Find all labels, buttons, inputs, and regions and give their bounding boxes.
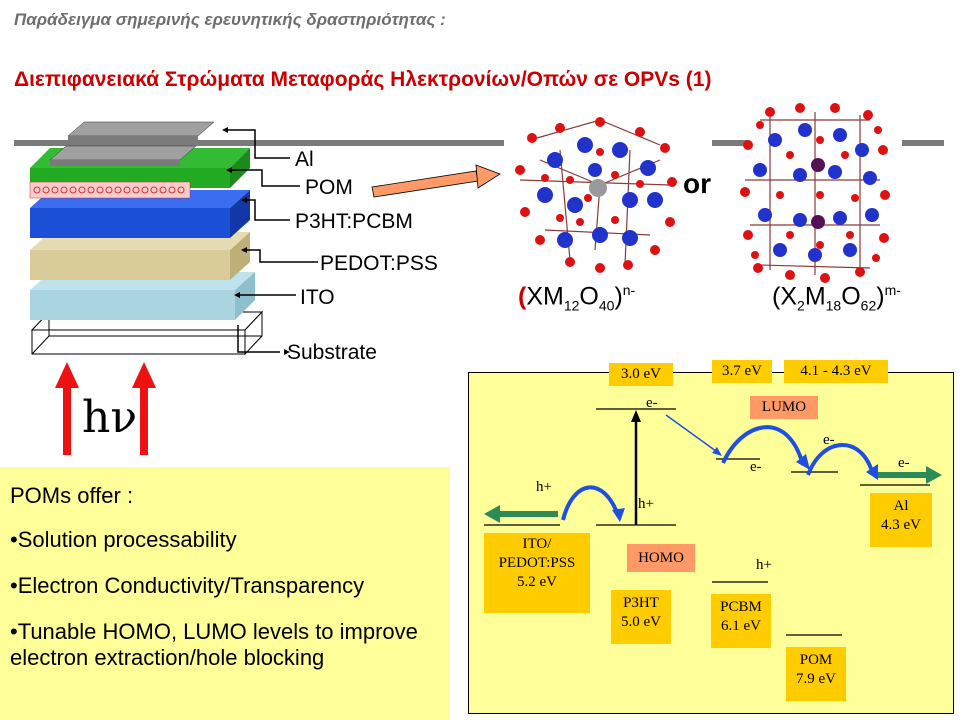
offer-item: •Electron Conductivity/Transparency bbox=[10, 573, 365, 598]
lumo-label: LUMO bbox=[750, 396, 818, 419]
dawson-formula: (X2M18O62)m- bbox=[772, 282, 901, 314]
level-3-0: 3.0 eV bbox=[609, 363, 673, 386]
electron-label: e- bbox=[823, 432, 835, 448]
homo-label: HOMO bbox=[627, 544, 695, 572]
offers-heading: POMs offer : bbox=[10, 483, 134, 508]
hole-label: h+ bbox=[536, 479, 552, 495]
slide-title: Διεπιφανειακά Στρώματα Μεταφοράς Ηλεκτρο… bbox=[14, 68, 712, 91]
pom-dots bbox=[33, 186, 185, 194]
electron-exit-arrow bbox=[926, 466, 942, 484]
hole-transfer-arrow bbox=[561, 485, 620, 521]
hole-label: h+ bbox=[756, 557, 772, 573]
or-label: or bbox=[683, 168, 711, 199]
label-pedot-pss: PEDOT:PSS bbox=[320, 252, 438, 275]
light-arrow-left bbox=[55, 362, 79, 455]
label-al: Al bbox=[295, 148, 314, 171]
offer-item: •Tunable HOMO, LUMO levels to improve el… bbox=[10, 619, 418, 670]
label-connectors bbox=[226, 129, 318, 353]
energy-diagram-lines bbox=[484, 408, 942, 636]
pedot-layer bbox=[30, 250, 230, 280]
label-substrate: Substrate bbox=[287, 341, 377, 364]
keggin-molecule bbox=[515, 117, 677, 273]
dawson-molecule bbox=[740, 103, 890, 283]
header-rule-left bbox=[14, 140, 504, 146]
header-rule-mid bbox=[712, 140, 748, 146]
active-layer bbox=[30, 208, 230, 238]
label-pom: POM bbox=[305, 176, 353, 199]
header-rule-right bbox=[902, 140, 944, 146]
level-4-1: 4.1 - 4.3 eV bbox=[784, 360, 888, 383]
electron-label: e- bbox=[750, 459, 762, 475]
label-p3ht-pcbm: P3HT:PCBM bbox=[295, 210, 413, 233]
light-arrow-right bbox=[132, 362, 156, 455]
keggin-formula: (XM12O40)n- bbox=[518, 282, 636, 314]
ito-layer bbox=[30, 290, 235, 320]
level-3-7: 3.7 eV bbox=[712, 360, 772, 383]
pom-offers-box: POMs offer : •Solution processability •E… bbox=[0, 467, 450, 720]
electron-label: e- bbox=[898, 455, 910, 471]
lumo-transfer-arrow bbox=[721, 425, 805, 466]
label-ito: ITO bbox=[300, 286, 335, 309]
illumination-label: hν bbox=[82, 392, 138, 443]
hole-label: h+ bbox=[638, 496, 654, 512]
electron-label: e- bbox=[646, 395, 658, 411]
pom-layer bbox=[29, 181, 191, 199]
al-electrodes bbox=[49, 121, 215, 166]
offer-item: •Solution processability bbox=[10, 527, 237, 552]
slide-subtitle: Παράδειγμα σημερινής ερευνητικής δραστηρ… bbox=[14, 10, 446, 29]
hole-exit-arrow bbox=[484, 505, 500, 523]
substrate-front bbox=[31, 329, 246, 355]
